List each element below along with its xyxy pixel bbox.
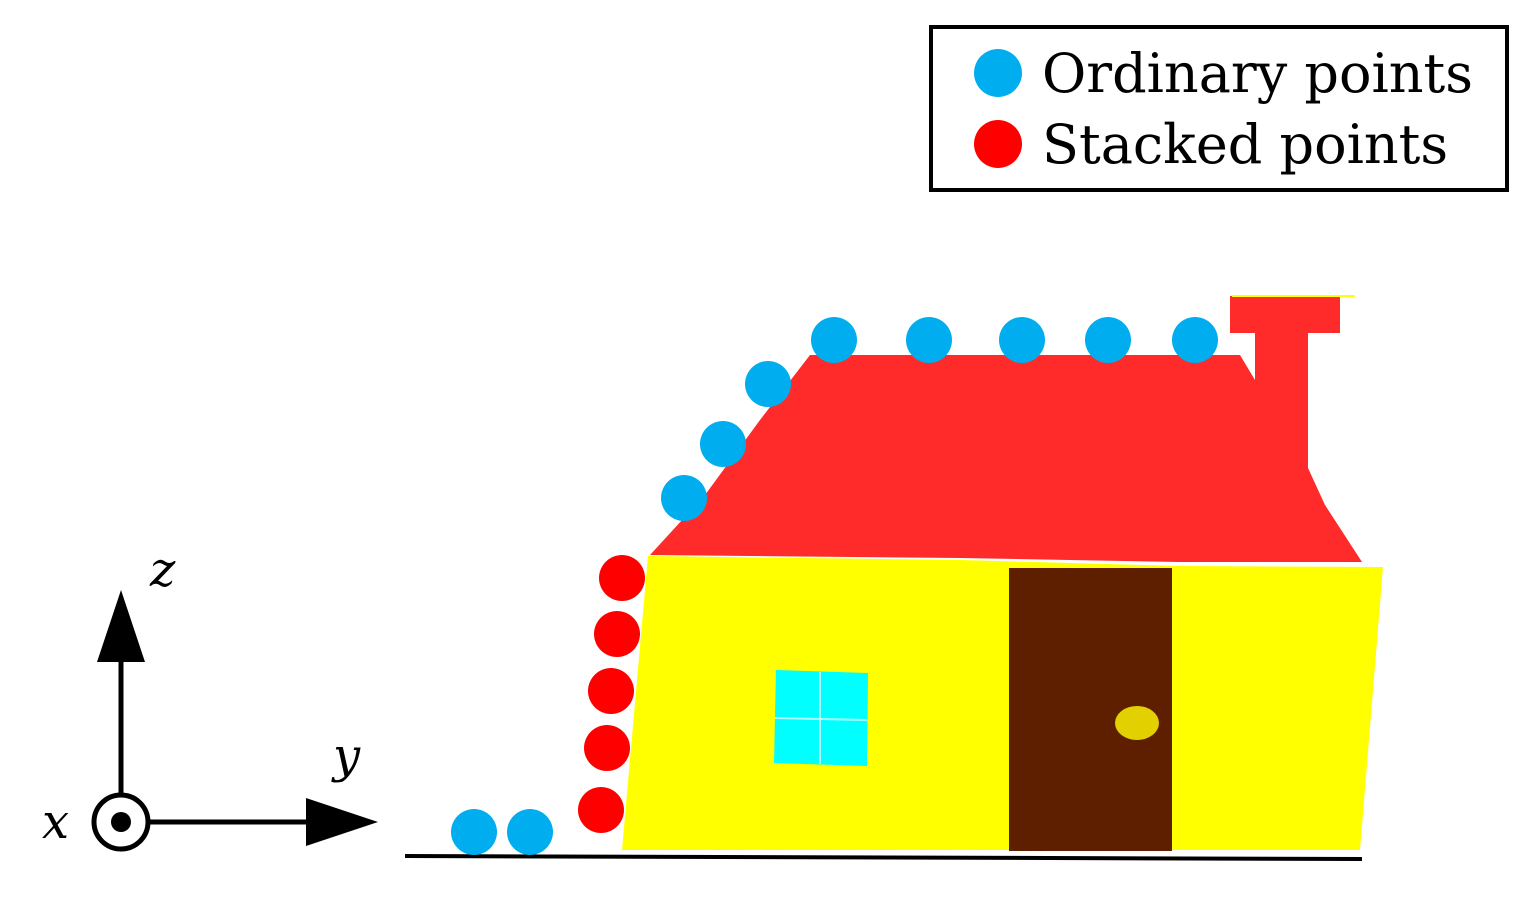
ordinary-points (451, 317, 1218, 855)
window-mullion-horizontal (774, 717, 868, 721)
stacked-point (578, 787, 624, 833)
z-axis-arrowhead (97, 590, 145, 662)
legend-ordinary-marker (974, 49, 1022, 97)
legend-box (929, 25, 1509, 192)
y-axis-label: y (331, 728, 361, 784)
x-axis-label: x (42, 794, 69, 850)
stacked-point (584, 725, 630, 771)
ordinary-point (700, 421, 746, 467)
legend: Ordinary points Stacked points (929, 25, 1509, 192)
coordinate-axes: z y x (42, 542, 378, 852)
ordinary-point (811, 317, 857, 363)
door-knob (1115, 706, 1159, 740)
legend-stacked-label: Stacked points (1042, 113, 1448, 176)
x-axis-dot (111, 812, 131, 832)
ordinary-point (999, 317, 1045, 363)
y-axis-arrowhead (306, 798, 378, 846)
ordinary-point (1085, 317, 1131, 363)
house (622, 295, 1383, 851)
ordinary-point (906, 317, 952, 363)
stacked-point (599, 555, 645, 601)
stacked-point (588, 668, 634, 714)
ordinary-point (451, 809, 497, 855)
roof (650, 355, 1362, 562)
ordinary-point (1172, 317, 1218, 363)
legend-ordinary-label: Ordinary points (1042, 42, 1473, 105)
z-axis-label: z (149, 542, 176, 598)
ordinary-point (661, 475, 707, 521)
ordinary-point (745, 361, 791, 407)
stacked-points (578, 555, 645, 833)
wall (622, 556, 1383, 850)
stacked-point (594, 611, 640, 657)
ground-line (404, 854, 1363, 861)
legend-stacked-marker (974, 120, 1022, 168)
ordinary-point (507, 809, 553, 855)
